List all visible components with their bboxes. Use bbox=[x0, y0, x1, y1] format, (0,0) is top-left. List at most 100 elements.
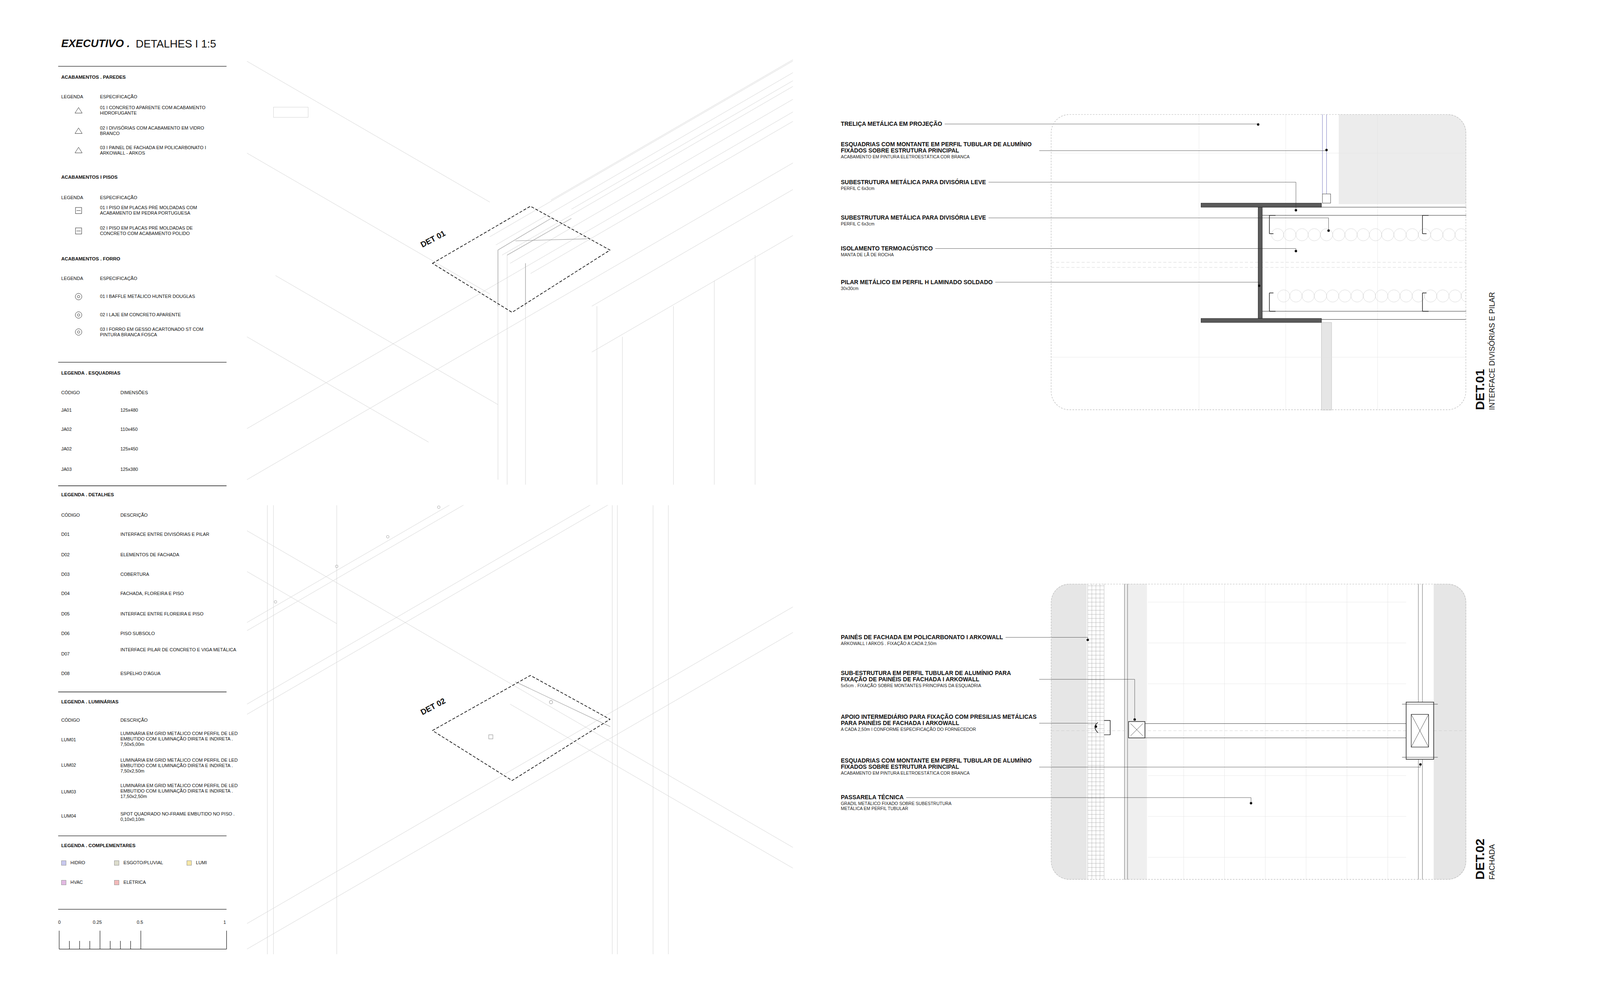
panel-cell bbox=[1087, 707, 1105, 709]
panel-cell bbox=[1087, 703, 1105, 705]
insulation-loop bbox=[1271, 228, 1284, 241]
insulation-loop bbox=[1400, 290, 1413, 303]
tube-cross bbox=[1130, 723, 1143, 736]
drawing-line bbox=[497, 250, 499, 307]
ceiling-finish-symbol bbox=[75, 293, 83, 300]
leader-line bbox=[988, 217, 1329, 231]
insulation-loop bbox=[1314, 290, 1327, 303]
ceiling-finish-symbol bbox=[75, 311, 83, 319]
drawing-line bbox=[247, 593, 793, 924]
drawing-line bbox=[247, 571, 338, 624]
table-cell: DESCRIÇÃO bbox=[120, 717, 148, 723]
panel-cell bbox=[1087, 712, 1105, 713]
drawing-line bbox=[247, 505, 793, 631]
drawing-line bbox=[515, 681, 611, 727]
wall-finish-symbol bbox=[75, 127, 83, 134]
callout-note: MANTA DE LÃ DE ROCHA bbox=[840, 252, 894, 258]
ceiling-finish-symbol bbox=[77, 295, 80, 298]
legend-label: LUMI bbox=[195, 860, 207, 866]
panel-cell bbox=[1087, 642, 1105, 643]
callout-label: TRELIÇA METÁLICA EM PROJEÇÃO bbox=[840, 120, 943, 128]
sketch-rect bbox=[273, 107, 308, 118]
scale-tick bbox=[79, 940, 80, 950]
drawing-line bbox=[247, 618, 793, 950]
detail-tag: DET.01 bbox=[1473, 369, 1487, 410]
table-cell: CÓDIGO bbox=[61, 390, 80, 396]
drawing-line bbox=[502, 72, 793, 256]
panel-cell bbox=[1087, 748, 1105, 750]
sketch-bolt bbox=[274, 600, 277, 603]
panel-cell bbox=[1087, 802, 1105, 803]
table-cell: D06 bbox=[61, 630, 70, 637]
column-flange bbox=[1200, 318, 1322, 323]
window-mullion bbox=[1322, 114, 1327, 194]
section-heading: ACABAMENTOS . FORRO bbox=[61, 256, 121, 263]
panel-cell bbox=[1087, 610, 1105, 611]
frame-lines bbox=[1124, 583, 1423, 880]
legend-label: HIDRO bbox=[70, 860, 85, 866]
table-cell: CÓDIGO bbox=[61, 717, 80, 723]
tube-cross bbox=[1130, 723, 1143, 736]
drawing-line bbox=[591, 221, 793, 353]
grating-line bbox=[1147, 816, 1407, 817]
mullion-flange bbox=[1402, 703, 1438, 705]
scale-tick bbox=[110, 940, 111, 950]
section-heading: LEGENDA . LUMINÁRIAS bbox=[61, 699, 119, 705]
insulation-loop bbox=[1290, 290, 1303, 303]
insulation-loop bbox=[1338, 290, 1351, 303]
rule-line bbox=[58, 66, 227, 67]
drawing-line bbox=[1326, 114, 1327, 194]
insulation-loop bbox=[1442, 228, 1455, 241]
panel-cell bbox=[1087, 862, 1105, 864]
drawing-line bbox=[507, 255, 508, 485]
panel-cell bbox=[1087, 785, 1105, 786]
table-cell: LUM02 bbox=[61, 762, 76, 768]
leader-line bbox=[935, 248, 1297, 251]
ceiling-finish-symbol bbox=[75, 328, 83, 336]
panel-cell bbox=[1087, 646, 1105, 648]
table-cell: D01 bbox=[61, 531, 70, 538]
insulation-loop bbox=[1283, 228, 1296, 241]
panel-cell bbox=[1087, 675, 1105, 676]
insulation-loop bbox=[1381, 228, 1394, 241]
panel-line bbox=[1087, 583, 1088, 880]
panel-cell bbox=[1087, 683, 1105, 684]
panel-cell bbox=[1087, 810, 1105, 811]
panel-cell bbox=[1087, 593, 1105, 595]
insulation-loop bbox=[1326, 290, 1339, 303]
legend-label: 02 I LAJE EM CONCRETO APARENTE bbox=[100, 312, 215, 318]
panel-cell bbox=[1087, 752, 1105, 754]
insulation-loop bbox=[1332, 228, 1345, 241]
mullion-core bbox=[1411, 714, 1429, 747]
panel-cell bbox=[1087, 650, 1105, 652]
table-cell: SPOT QUADRADO NO-FRAME EMBUTIDO NO PISO … bbox=[120, 811, 238, 823]
panel-cell bbox=[1087, 773, 1105, 774]
callout-label: SUBESTRUTURA METÁLICA PARA DIVISÓRIA LEV… bbox=[840, 214, 986, 221]
legend-label: 03 I FORRO EM GESSO ACARTONADO ST COM PI… bbox=[100, 326, 215, 338]
panel-cell bbox=[1087, 818, 1105, 819]
ceiling-finish-symbol bbox=[77, 330, 80, 334]
drawing-line bbox=[247, 505, 793, 715]
insulation-loop bbox=[1308, 228, 1321, 241]
rule-line bbox=[58, 691, 227, 693]
panel-cell bbox=[1087, 679, 1105, 680]
callout-outline bbox=[1050, 583, 1467, 880]
drawing-line bbox=[612, 505, 613, 955]
grating-line bbox=[1305, 583, 1307, 880]
drawing-line bbox=[668, 505, 669, 955]
insulation-loop bbox=[1357, 228, 1370, 241]
floor-finish-hatch bbox=[76, 210, 81, 211]
panel-cell bbox=[1087, 830, 1105, 831]
callout-note: ACABAMENTO EM PINTURA ELETROESTÁTICA COR… bbox=[840, 154, 970, 160]
isometric-detail bbox=[488, 681, 610, 739]
callout-note: ACABAMENTO EM PINTURA ELETROESTÁTICA COR… bbox=[840, 770, 970, 776]
leader-dot bbox=[1086, 638, 1090, 642]
drawing-line bbox=[525, 263, 526, 307]
sketch-bolt bbox=[437, 505, 440, 509]
catwalk bbox=[1145, 723, 1407, 738]
panel-cell bbox=[1087, 846, 1105, 848]
detail-callout: DET 02 bbox=[430, 673, 610, 784]
table-cell: JA03 bbox=[61, 466, 72, 473]
legend-label: 03 I PAINEL DE FACHADA EM POLICARBONATO … bbox=[100, 145, 215, 156]
